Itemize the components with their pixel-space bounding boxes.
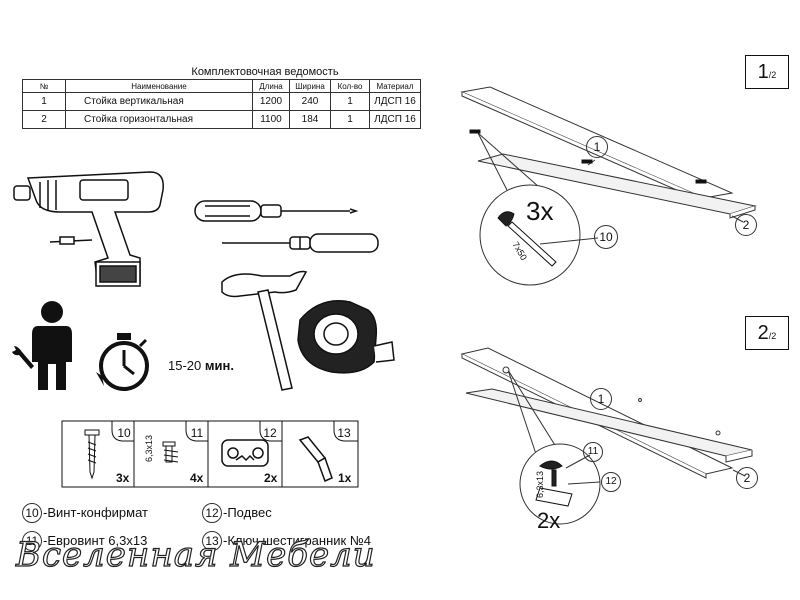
spec-table-title: Комплектовочная ведомость: [191, 66, 339, 78]
hole-mark-icon: [502, 366, 721, 436]
hanger-plate-icon: [221, 439, 269, 467]
part-number-12: 12: [263, 426, 277, 440]
table-row: 2 Стойка горизонтальная 1100 184 1 ЛДСП …: [22, 110, 421, 129]
tape-measure-icon: [297, 300, 395, 374]
cell-length: 1100: [252, 110, 290, 129]
legend-text-13: -Ключ шестигранник №4: [223, 533, 372, 548]
step-2-callout-2: 2: [736, 467, 758, 489]
screwdriver-icon: [194, 200, 359, 222]
step-2-callout-12: 12: [600, 472, 622, 492]
part-qty-10: 3x: [116, 471, 130, 485]
step-2-number: 2: [757, 322, 769, 344]
wrench-icon: [12, 346, 34, 369]
table-row: 1 Стойка вертикальная 1200 240 1 ЛДСП 16: [22, 92, 421, 111]
step-2-qty: 2x: [537, 508, 561, 533]
part-qty-13: 1x: [338, 471, 352, 485]
legend-text-10: -Винт-конфирмат: [43, 505, 148, 520]
part-number-13: 13: [337, 426, 351, 440]
part-number-11: 11: [190, 426, 204, 440]
step-2-badge: 2/2: [745, 316, 789, 350]
step-1-qty: 3x: [526, 196, 554, 226]
step-1-callout-2: 2: [735, 214, 757, 236]
step-2-total: /2: [768, 331, 777, 341]
legend-num-13: 13: [202, 531, 222, 551]
step-2-callout-11: 11: [582, 442, 604, 462]
legend-text-11: -Евровинт 6,3x13: [43, 533, 148, 548]
step-1-number: 1: [757, 61, 769, 83]
step-2-callout-1: 1: [590, 388, 612, 410]
assembly-time-unit: мин.: [204, 358, 234, 373]
legend-item-13: 13-Ключ шестигранник №4: [202, 531, 371, 551]
assembly-time-range: 15-20: [168, 358, 202, 373]
part-number-10: 10: [117, 426, 131, 440]
part-qty-11: 4x: [190, 471, 204, 485]
assembly-time: 15-20 мин.: [168, 358, 234, 373]
step-1-badge: 1/2: [745, 55, 789, 89]
step-1-callout-10: 10: [594, 225, 618, 249]
drill-icon: [13, 171, 164, 287]
hanger-detail-icon: [535, 460, 573, 507]
step-2-screw-size: 6,3x13: [535, 470, 545, 498]
screwdriver-flat-icon: [222, 233, 379, 253]
cell-material: ЛДСП 16: [369, 110, 421, 129]
spec-table: № Наименование Длина Ширина Кол-во Матер…: [22, 79, 421, 129]
hex-key-icon: [298, 436, 333, 483]
part-qty-12: 2x: [264, 471, 278, 485]
step-1-callout-1: 1: [586, 136, 608, 158]
hammer-icon: [221, 270, 308, 391]
legend-text-12: -Подвес: [223, 505, 272, 520]
confirmat-screw-detail-icon: [497, 211, 557, 267]
legend-item-10: 10-Винт-конфирмат: [22, 503, 148, 523]
legend-item-11: 11-Евровинт 6,3x13: [22, 531, 147, 551]
step-1-total: /2: [768, 70, 777, 80]
brand-watermark: Вселенная Мебели: [15, 534, 376, 575]
person-icon: [32, 301, 72, 390]
legend-num-12: 12: [202, 503, 222, 523]
legend-item-12: 12-Подвес: [202, 503, 272, 523]
screw-mark-icon: [469, 129, 707, 184]
stopwatch-icon: [96, 333, 149, 391]
legend-num-10: 10: [22, 503, 42, 523]
legend-num-11: 11: [22, 531, 42, 551]
euro-screw-icon: [162, 441, 179, 463]
confirmat-screw-icon: [84, 429, 100, 480]
